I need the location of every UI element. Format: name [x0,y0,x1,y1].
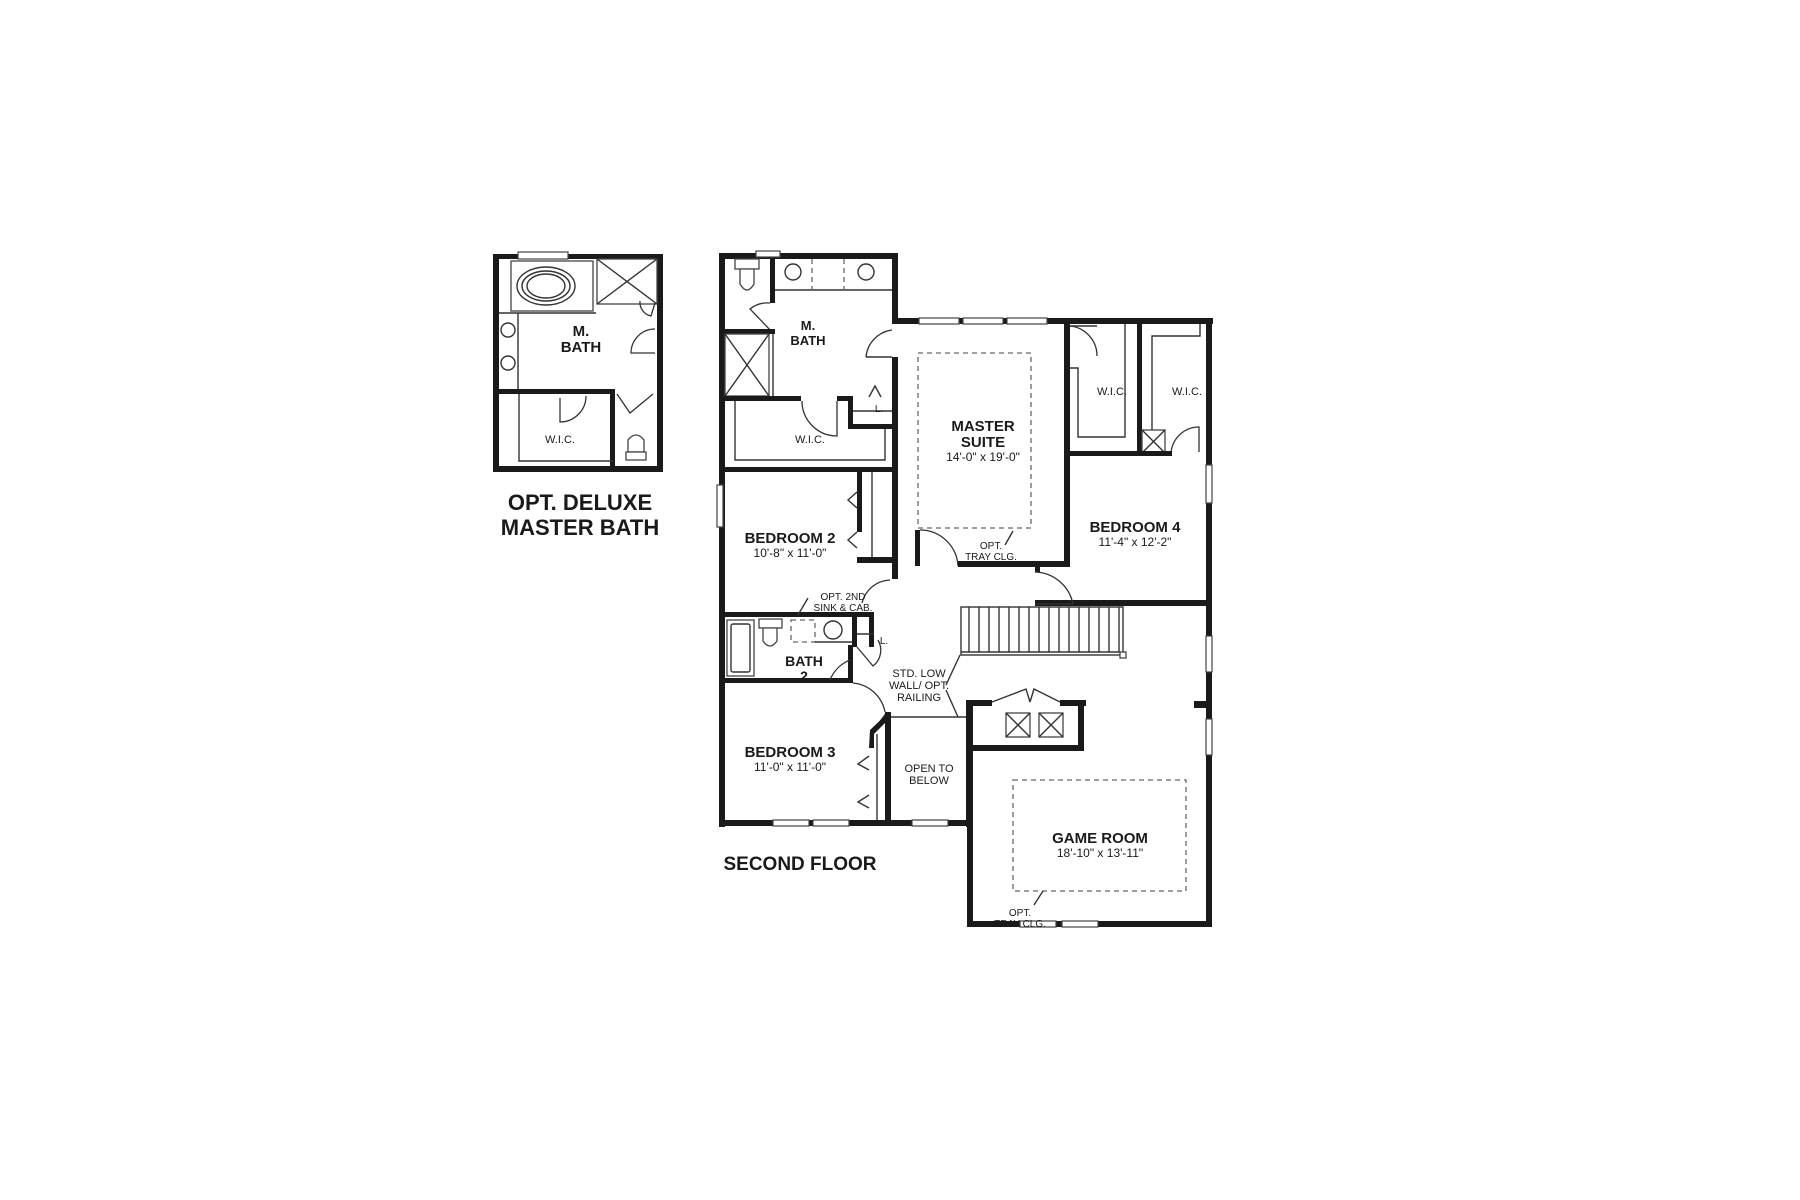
note-opt-sink-1: OPT. 2ND [820,592,865,603]
window [911,819,949,827]
label-linen: L. [875,404,883,415]
window [772,819,810,827]
door [856,639,882,667]
hvac-box-icon [1005,712,1031,738]
room-label-master-suite-2: SUITE [961,434,1005,451]
window [1061,920,1099,928]
second-floor-plan [716,250,1213,928]
note-railing-3: RAILING [897,692,941,704]
bathtub-icon [726,619,755,677]
option-title-line1: OPT. DELUXE [508,490,652,515]
door [559,395,587,423]
bathtub-icon [510,260,594,312]
door [639,300,656,317]
note-open-to-below-2: BELOW [909,775,949,787]
door [829,659,851,681]
window [517,251,569,260]
window [918,317,960,325]
note-opt-sink-2: SINK & CAB. [814,603,873,614]
sink-icon [500,322,516,338]
sink-icon [500,355,516,371]
room-dims-master-suite: 14'-0" x 19'-0" [946,450,1020,464]
door [861,579,891,604]
room-dims-bedroom-2: 10'-8" x 11'-0" [754,546,827,560]
room-label-mbath-1: M. [801,318,815,333]
note-game-tray-2: TRAY CLG. [994,919,1046,930]
room-label-wic: W.I.C. [545,434,575,446]
window [1006,317,1048,325]
note-railing-1: STD. LOW [892,668,946,680]
sink-icon [857,263,875,281]
shower-icon [596,258,658,305]
note-game-tray-1: OPT. [1009,908,1031,919]
room-label-bedroom-4: BEDROOM 4 [1090,519,1182,536]
door [919,529,959,567]
toilet-icon [758,618,783,647]
shower-icon [724,333,770,397]
room-dims-bedroom-3: 11'-0" x 11'-0" [754,760,826,774]
window [962,317,1004,325]
toilet-icon [734,258,760,291]
room-label-bath-2-2: 2 [800,668,808,684]
option-title-line2: MASTER BATH [501,515,659,540]
window [1019,920,1057,928]
sink-icon [784,263,802,281]
door [852,682,886,713]
door [1034,571,1074,605]
window [755,250,781,258]
tray-ceiling-outline [1012,779,1187,892]
window [1205,718,1213,756]
door [1069,325,1098,357]
room-label-bedroom-3: BEDROOM 3 [745,744,836,761]
sink-icon [823,620,843,640]
room-dims-game-room: 18'-10" x 13'-11" [1057,846,1143,860]
window [1205,635,1213,673]
note-tray-ceiling-2: TRAY CLG. [965,552,1017,563]
room-label-wic-b: W.I.C. [1172,386,1202,398]
window [812,819,850,827]
opt-sink-outline [790,619,816,643]
room-label-mbath-1: M. [573,323,590,340]
staircase [960,606,1127,659]
room-label-mbath-2: BATH [790,333,825,348]
room-label-bedroom-2: BEDROOM 2 [745,530,836,547]
hvac-box-icon [1038,712,1064,738]
window [1205,464,1213,504]
room-label-bath-2-1: BATH [785,653,823,669]
room-label-master-suite-1: MASTER [951,418,1015,435]
room-label-mbath-2: BATH [561,339,602,356]
note-open-to-below-1: OPEN TO [904,763,954,775]
note-tray-ceiling-1: OPT. [980,541,1002,552]
door [1170,426,1200,456]
plan-title: SECOND FLOOR [723,854,876,875]
room-label-wic-a: W.I.C. [1097,386,1127,398]
note-railing-2: WALL/ OPT. [889,680,949,692]
room-label-master-wic: W.I.C. [795,434,825,446]
room-dims-bedroom-4: 11'-4" x 12'-2" [1099,535,1172,549]
door [616,393,654,414]
door [630,328,656,354]
window [716,484,724,528]
room-label-game-room: GAME ROOM [1052,830,1148,847]
toilet-icon [625,434,647,461]
option-deluxe-master-bath: M. BATH W.I.C. [493,251,663,472]
door [865,329,893,358]
door [749,302,774,334]
label-hall-linen: L. [880,636,888,647]
tray-ceiling-outline [917,352,1032,529]
door [801,400,838,437]
